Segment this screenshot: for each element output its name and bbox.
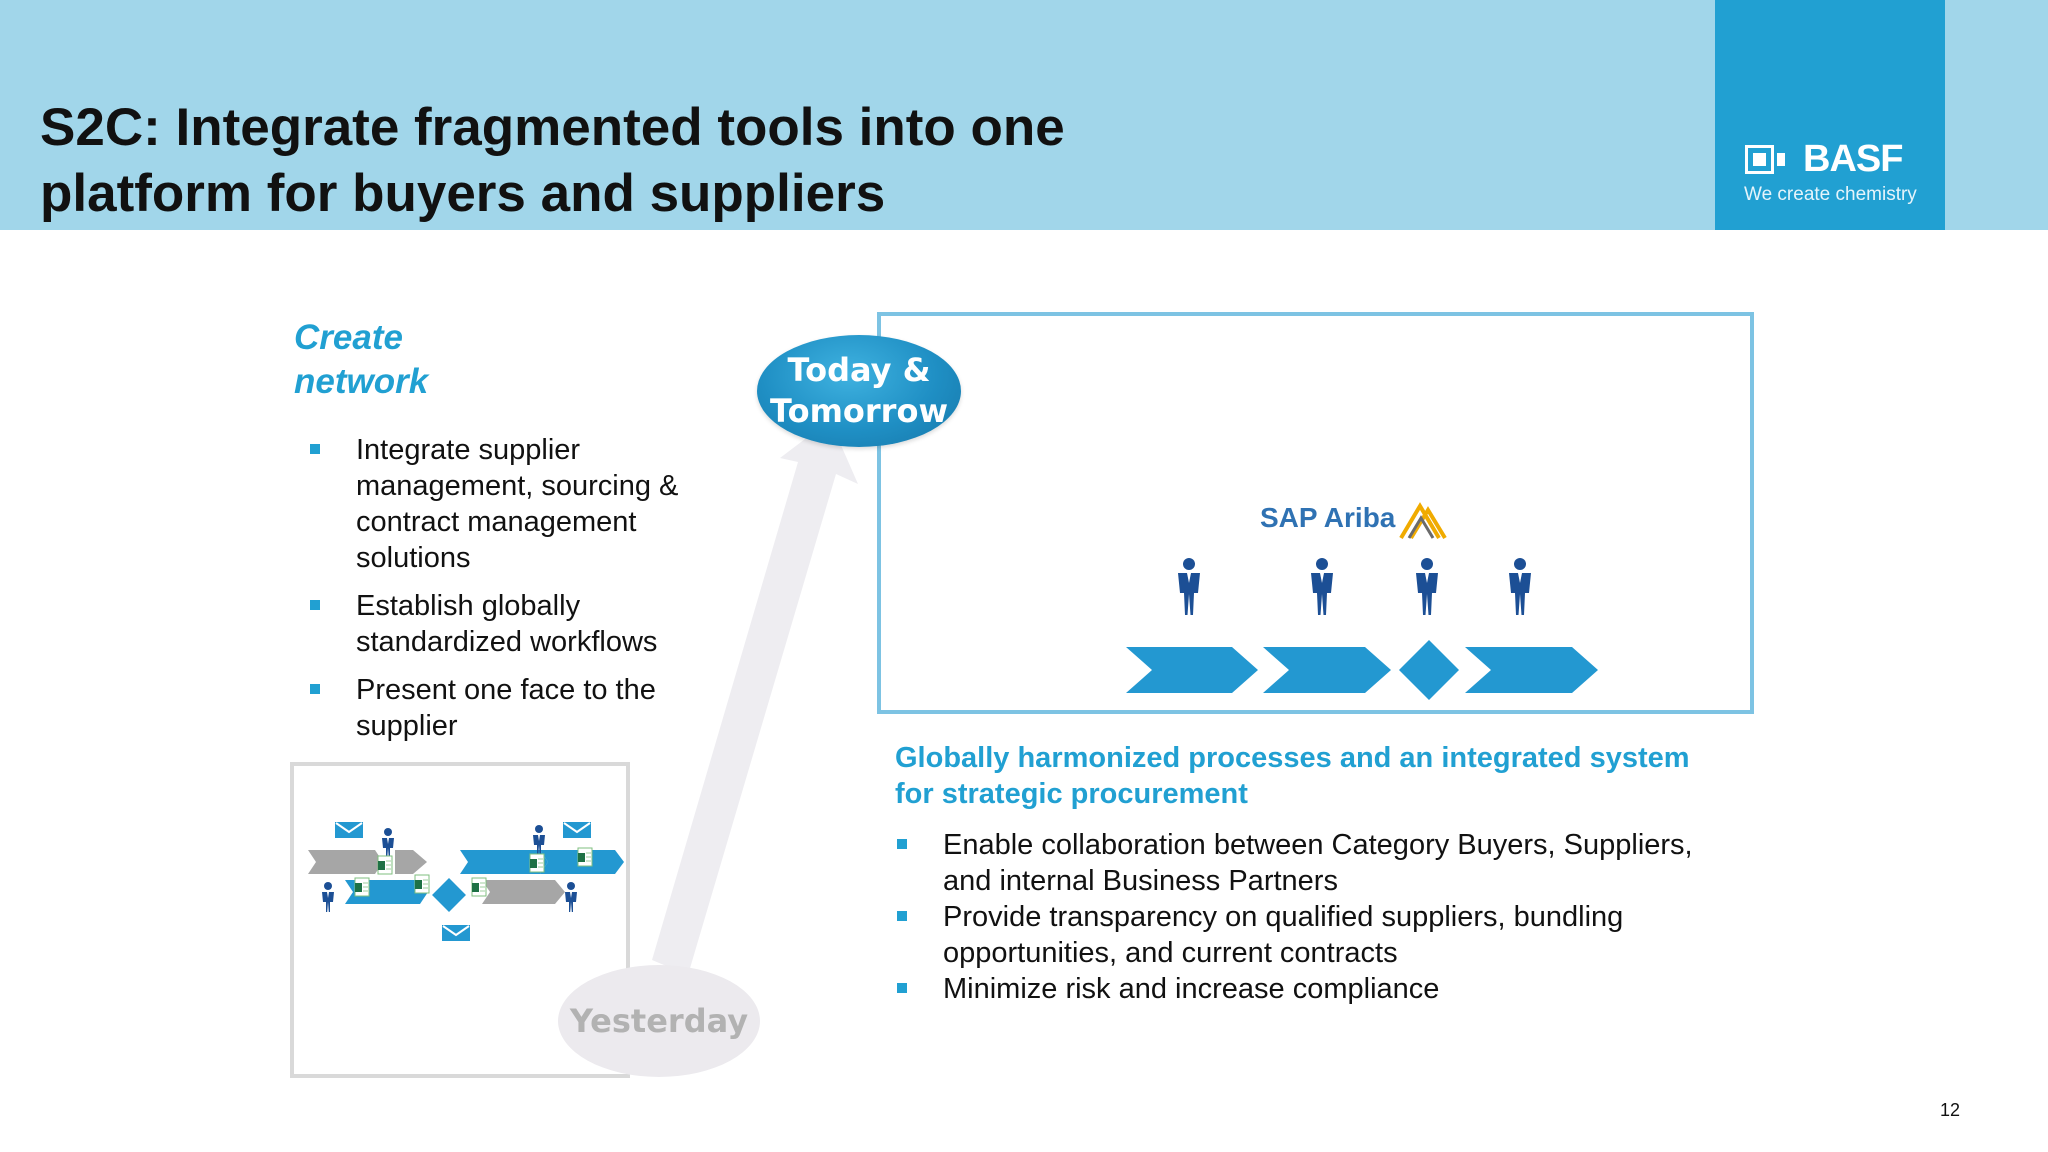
left-bullet-item: Establish globally standardized workflow… xyxy=(310,588,706,660)
left-bullet-text: Establish globally standardized workflow… xyxy=(356,590,658,658)
process-chevron xyxy=(308,850,383,874)
bullet-square-icon xyxy=(897,983,907,993)
right-bullet-list: Enable collaboration between Category Bu… xyxy=(897,827,1743,1007)
left-bullet-item: Integrate supplier management, sourcing … xyxy=(310,432,706,576)
integrated-system-heading: Globally harmonized processes and an int… xyxy=(895,740,1755,812)
page-title: S2C: Integrate fragmented tools into one… xyxy=(40,95,1640,227)
spreadsheet-icon xyxy=(377,855,393,875)
right-bullet-item: Enable collaboration between Category Bu… xyxy=(897,827,1743,899)
bullet-square-icon xyxy=(310,600,320,610)
right-bullet-text: Enable collaboration between Category Bu… xyxy=(943,829,1693,897)
process-chevron xyxy=(1126,647,1258,693)
create-network-line-1: Create xyxy=(294,318,403,357)
person-icon xyxy=(382,828,394,858)
person-icon xyxy=(565,882,577,912)
right-heading-line-2: for strategic procurement xyxy=(895,778,1248,810)
person-icon xyxy=(1416,558,1438,615)
basf-logo xyxy=(1715,0,1945,230)
create-network-line-2: network xyxy=(294,362,429,401)
yesterday-label: Yesterday xyxy=(569,1002,749,1040)
right-bullet-item: Minimize risk and increase compliance xyxy=(897,971,1743,1007)
logo-name: BASF xyxy=(1803,138,1903,180)
spreadsheet-icon xyxy=(577,847,593,867)
process-chevron xyxy=(460,850,548,874)
logo-tagline: We create chemistry xyxy=(1744,184,1917,205)
process-chevron xyxy=(1263,647,1391,693)
person-icon xyxy=(1311,558,1333,615)
person-icon xyxy=(322,882,334,912)
sap-ariba-logo-icon xyxy=(1399,502,1447,540)
today-label-line-1: Today & xyxy=(787,351,931,389)
spreadsheet-icon xyxy=(354,877,370,897)
yesterday-badge: Yesterday xyxy=(558,965,760,1077)
left-bullet-text: Present one face to the supplier xyxy=(356,674,656,742)
envelope-icon xyxy=(441,924,471,942)
fragmented-process-diagram xyxy=(308,821,624,942)
sap-ariba-logo: SAP Ariba xyxy=(1260,502,1396,533)
person-icon xyxy=(1178,558,1200,615)
bullet-square-icon xyxy=(897,911,907,921)
envelope-icon xyxy=(334,821,364,839)
bullet-square-icon xyxy=(310,684,320,694)
process-chevron xyxy=(482,880,565,904)
basf-logo-icon xyxy=(1745,145,1785,174)
page-number: 12 xyxy=(1940,1100,1961,1120)
spreadsheet-icon xyxy=(471,877,487,897)
right-heading-line-1: Globally harmonized processes and an int… xyxy=(895,742,1690,774)
integrated-process-diagram xyxy=(1126,558,1598,700)
today-label-line-2: Tomorrow xyxy=(770,392,948,430)
progress-arrow xyxy=(652,420,858,975)
create-network-heading: Create network xyxy=(294,316,594,404)
person-icon xyxy=(1509,558,1531,615)
spreadsheet-icon xyxy=(529,853,545,873)
spreadsheet-icon xyxy=(414,874,430,894)
bullet-square-icon xyxy=(897,839,907,849)
right-bullet-item: Provide transparency on qualified suppli… xyxy=(897,899,1743,971)
bullet-square-icon xyxy=(310,444,320,454)
envelope-icon xyxy=(562,821,592,839)
right-bullet-text: Minimize risk and increase compliance xyxy=(943,973,1440,1005)
title-line-1: S2C: Integrate fragmented tools into one xyxy=(40,98,1065,157)
right-bullet-text: Provide transparency on qualified suppli… xyxy=(943,901,1624,969)
left-bullet-text: Integrate supplier management, sourcing … xyxy=(356,434,679,574)
decision-diamond xyxy=(1399,640,1459,700)
decision-diamond xyxy=(432,878,466,912)
header-band xyxy=(0,0,2048,230)
left-bullet-item: Present one face to the supplier xyxy=(310,672,706,744)
title-line-2: platform for buyers and suppliers xyxy=(40,164,886,223)
today-tomorrow-label: Today & Tomorrow xyxy=(770,350,948,432)
process-chevron xyxy=(395,850,427,874)
left-bullet-list: Integrate supplier management, sourcing … xyxy=(310,432,706,756)
today-tomorrow-badge: Today & Tomorrow xyxy=(757,335,961,447)
process-chevron xyxy=(1465,647,1598,693)
